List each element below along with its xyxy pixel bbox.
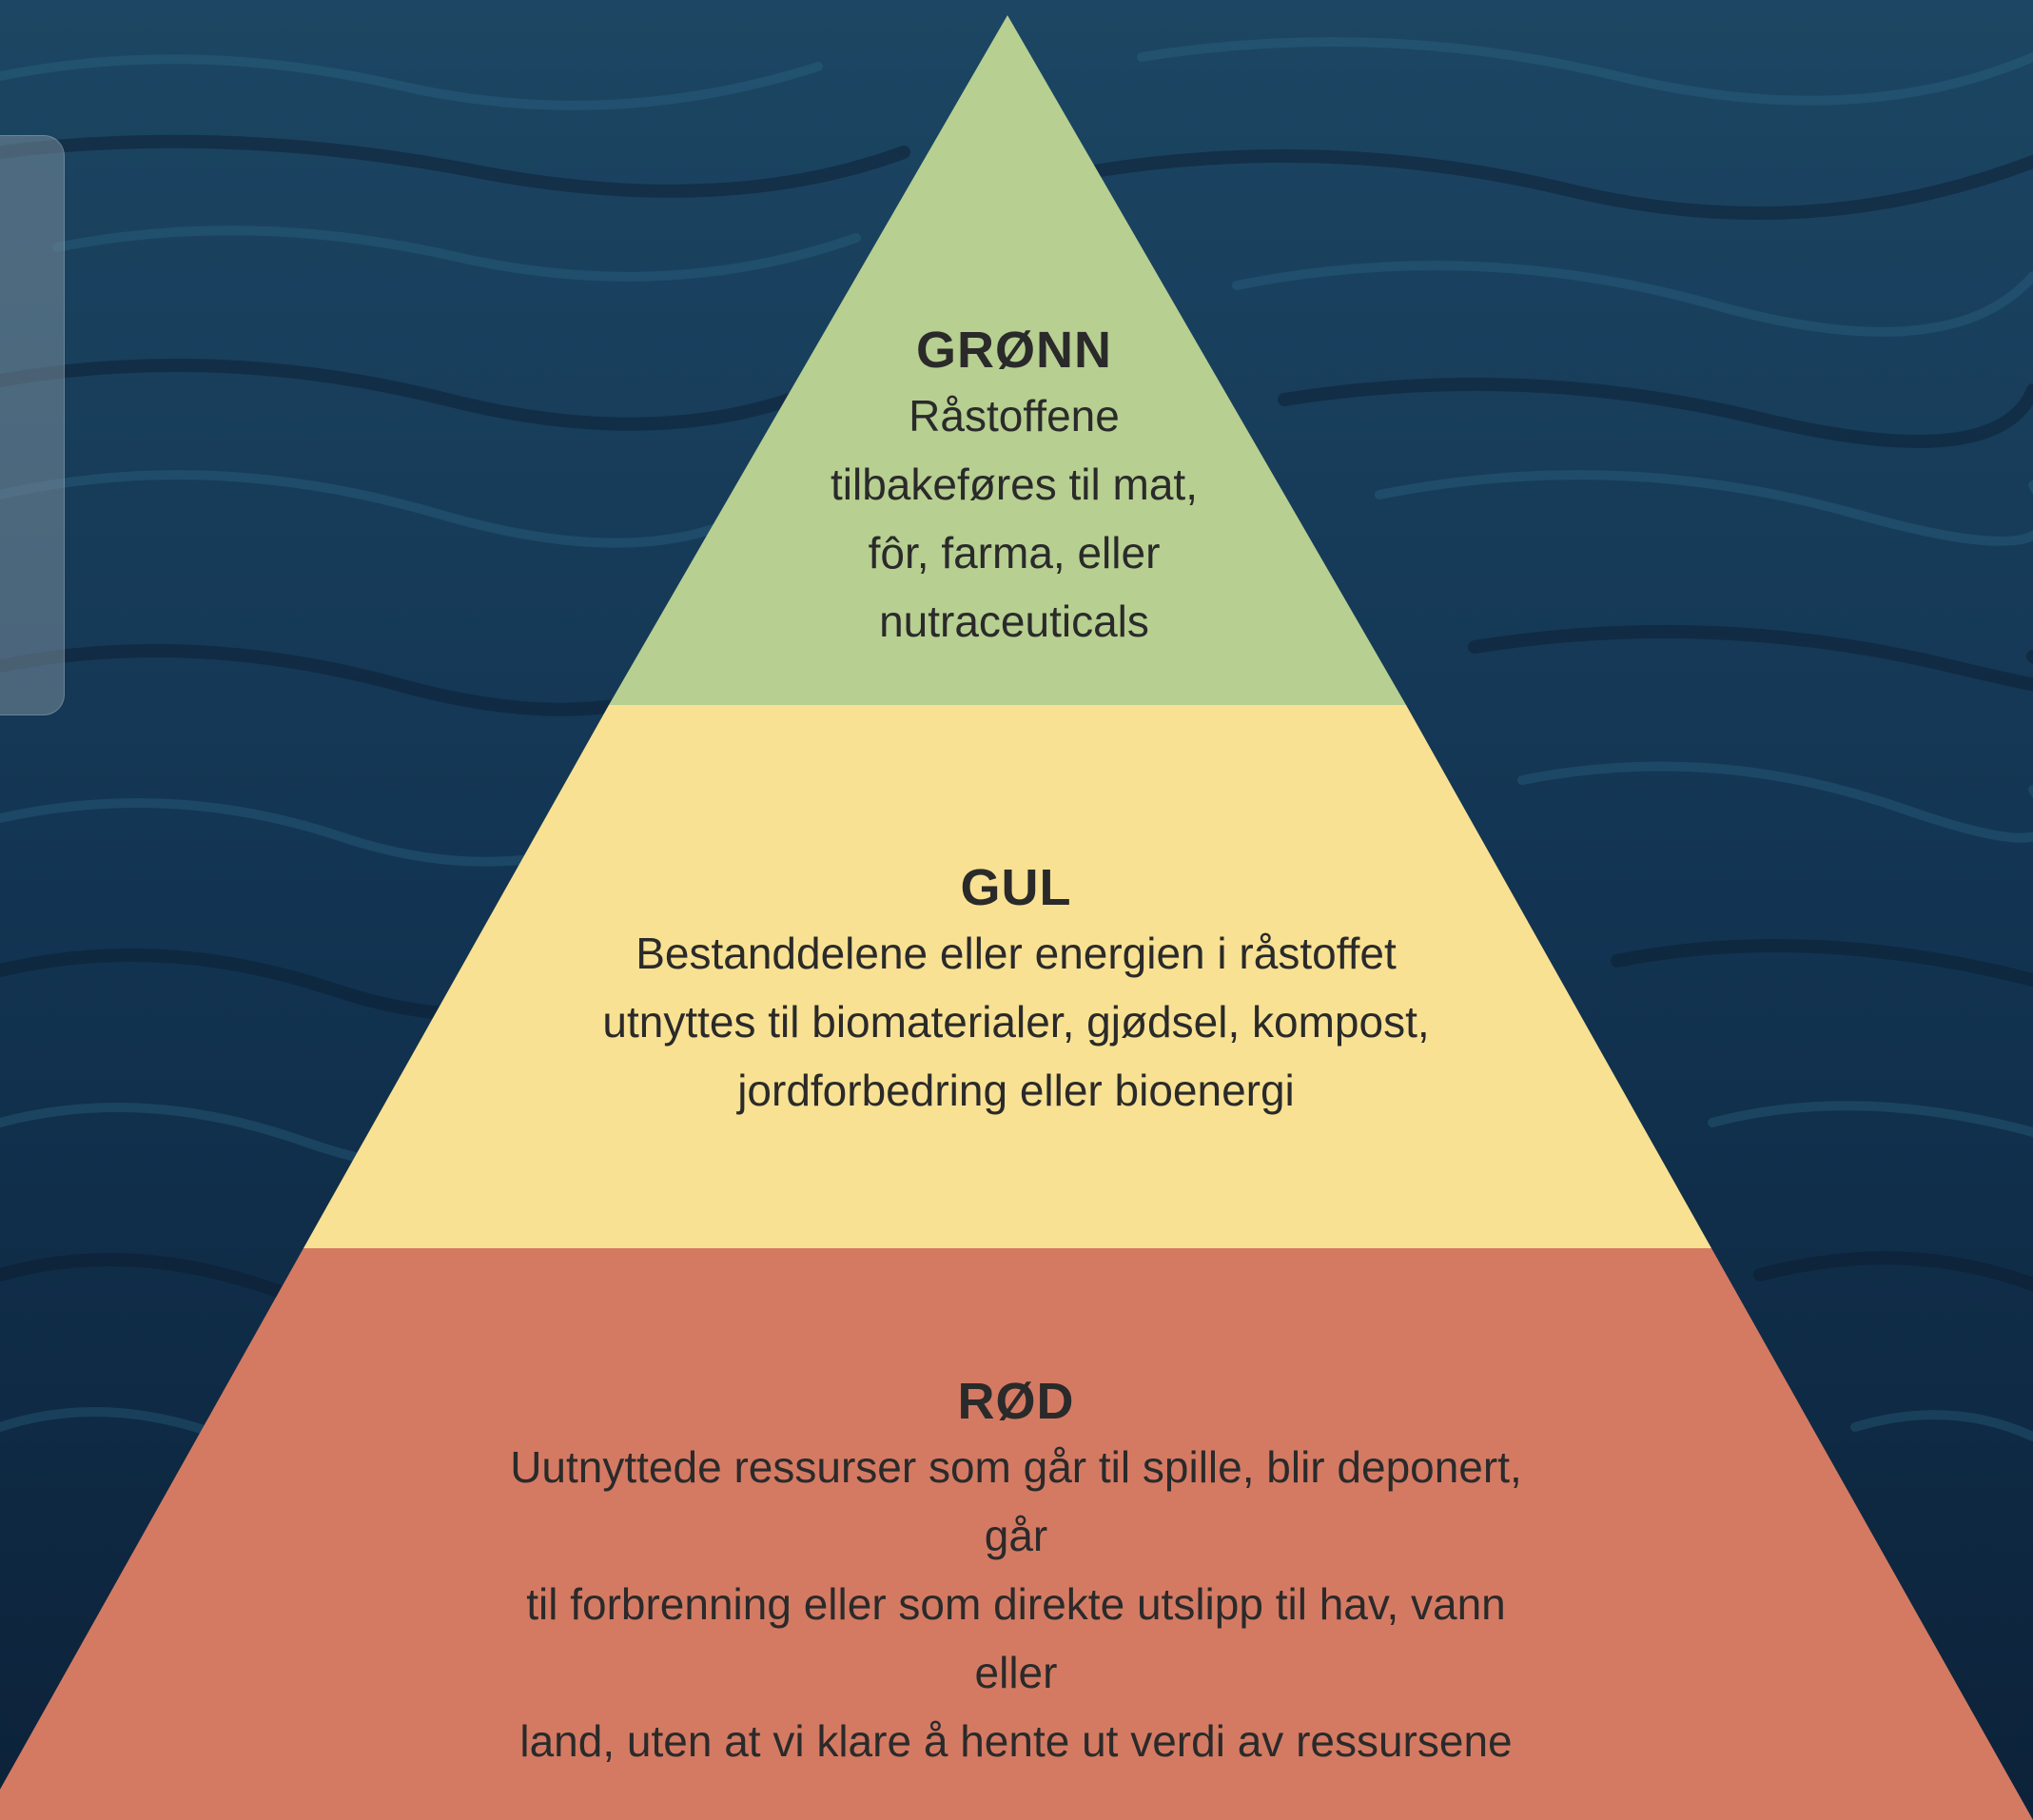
- tier-red-shape: [0, 1248, 2033, 1820]
- tier-yellow: GUL Bestanddelene eller energien i råsto…: [602, 856, 1429, 1125]
- tier-green-shape: [609, 15, 1406, 705]
- tier-red: RØD Uutnyttede ressurser som går til spi…: [508, 1370, 1525, 1775]
- tier-red-description: Uutnyttede ressurser som går til spille,…: [510, 1442, 1522, 1766]
- tier-red-title: RØD: [957, 1373, 1075, 1430]
- tier-yellow-title: GUL: [960, 859, 1072, 916]
- tier-green: GRØNN Råstoffene tilbakeføres til mat, f…: [831, 319, 1198, 656]
- tier-yellow-description: Bestanddelene eller energien i råstoffet…: [602, 929, 1430, 1115]
- tier-green-description: Råstoffene tilbakeføres til mat, fôr, fa…: [831, 391, 1198, 646]
- side-panel: [0, 135, 65, 715]
- tier-yellow-shape: [303, 705, 1711, 1248]
- tier-green-title: GRØNN: [916, 322, 1112, 379]
